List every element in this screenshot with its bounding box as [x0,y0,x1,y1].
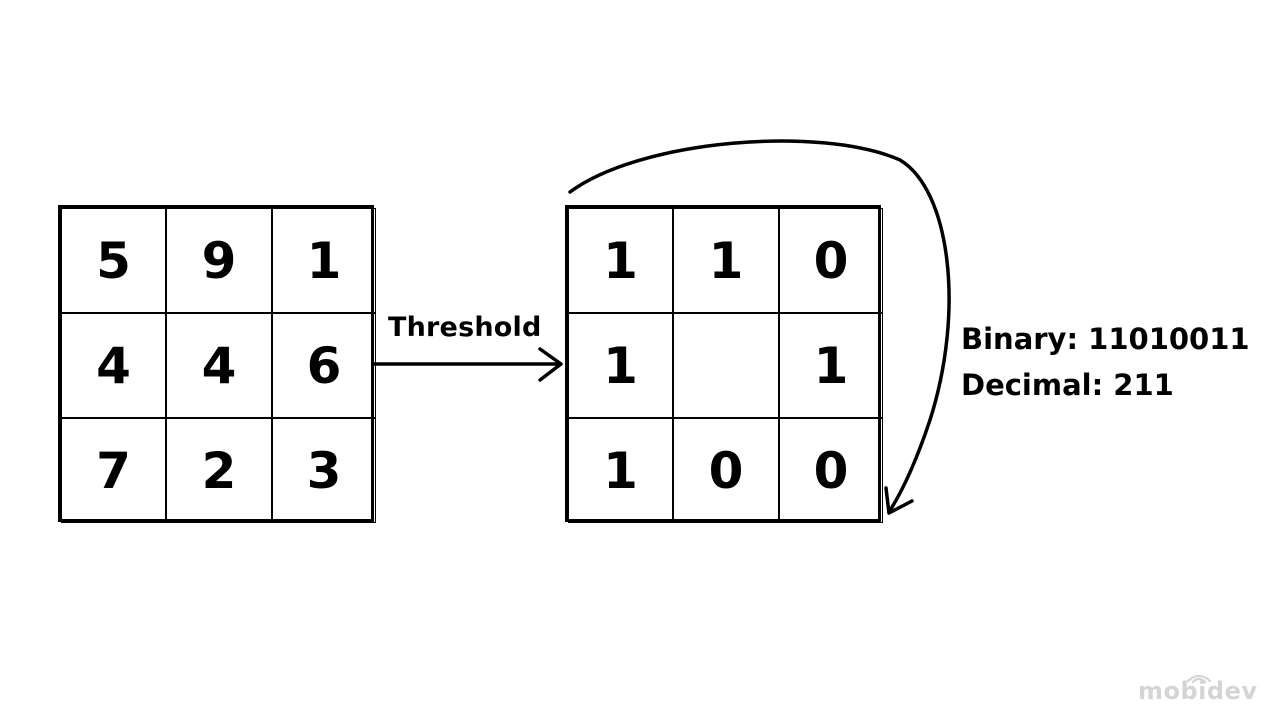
binary-center-cell [673,313,779,418]
input-cell: 5 [61,208,166,313]
binary-cell: 0 [779,208,883,313]
input-cell: 3 [272,418,376,523]
input-center-cell: 4 [166,313,272,418]
threshold-arrow [372,347,563,382]
binary-cell: 1 [568,208,673,313]
binary-cell: 1 [673,208,779,313]
input-cell: 7 [61,418,166,523]
binary-cell: 1 [568,418,673,523]
binary-result: Binary: 11010011 [961,322,1250,356]
watermark-text: mobidev [1138,677,1258,705]
input-matrix: 5 9 1 4 4 6 7 2 3 [58,205,376,523]
input-cell: 1 [272,208,376,313]
binary-cell: 0 [673,418,779,523]
binary-cell: 1 [568,313,673,418]
threshold-label: Threshold [388,312,542,343]
input-cell: 2 [166,418,272,523]
input-cell: 4 [61,313,166,418]
mobidev-logo: mobidev [1136,669,1262,705]
binary-matrix: 1 1 0 1 1 1 0 0 [565,205,883,523]
binary-cell: 1 [779,313,883,418]
signal-icon [1186,674,1212,683]
binary-cell: 0 [779,418,883,523]
input-cell: 9 [166,208,272,313]
input-cell: 6 [272,313,376,418]
decimal-result: Decimal: 211 [961,368,1174,402]
